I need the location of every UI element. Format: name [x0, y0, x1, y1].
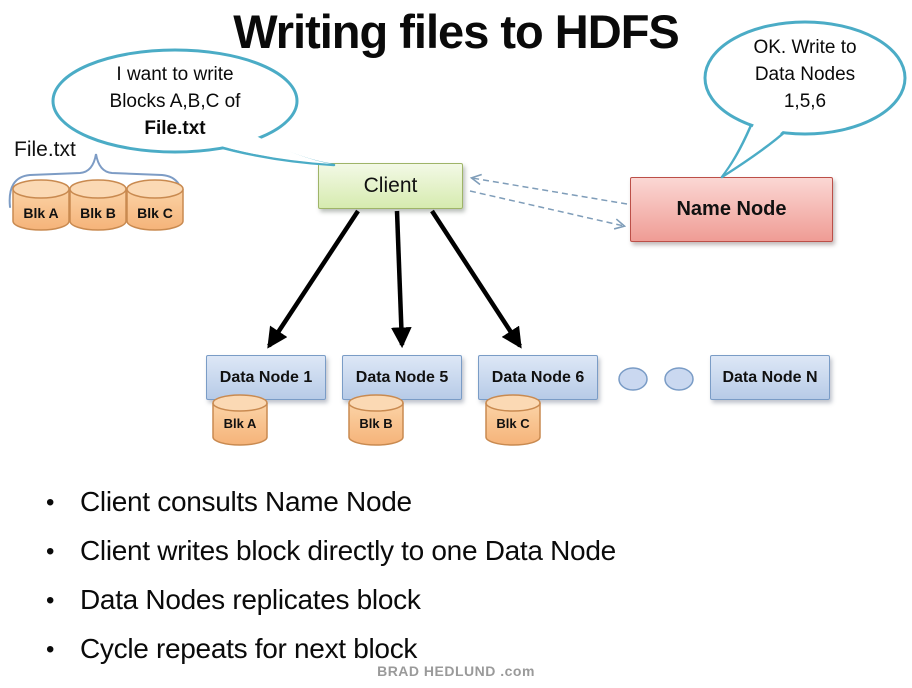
- stored-block-b-label: Blk B: [359, 416, 392, 431]
- file-block-cylinder-b: Blk B: [69, 179, 127, 231]
- bullet-item: • Client writes block directly to one Dat…: [46, 527, 886, 576]
- bullet-item: • Cycle repeats for next block: [46, 625, 886, 674]
- file-block-b-label: Blk B: [80, 205, 116, 221]
- file-block-c-label: Blk C: [137, 205, 173, 221]
- bullet-text: Client writes block directly to one Data…: [80, 535, 616, 566]
- client-node-label: Client: [363, 174, 418, 197]
- file-block-cylinder-a: Blk A: [12, 179, 70, 231]
- name-node-bubble-line-2: Data Nodes: [754, 64, 856, 85]
- stored-block-cylinder-a: Blk A: [212, 394, 268, 446]
- stored-block-cylinder-b: Blk B: [348, 394, 404, 446]
- bullet-text: Cycle repeats for next block: [80, 633, 418, 664]
- client-node-box: Client: [318, 163, 463, 209]
- name-node-bubble-line-3: 1,5,6: [783, 91, 827, 112]
- name-node-bubble-text: OK. Write to Data Nodes 1,5,6: [720, 34, 890, 115]
- name-node-bubble-line-1: OK. Write to: [753, 37, 857, 58]
- bullet-item: • Data Nodes replicates block: [46, 576, 886, 625]
- client-bubble-text: I want to write Blocks A,B,C of File.txt: [75, 61, 275, 142]
- bullet-dot: •: [46, 587, 55, 614]
- stored-block-cylinder-c: Blk C: [485, 394, 541, 446]
- name-node-label: Name Node: [676, 198, 787, 220]
- namenode-to-client-dashed-arrow: [469, 173, 628, 205]
- watermark: BRAD HEDLUND .com: [377, 663, 535, 679]
- client-to-datanode5-arrow: [391, 210, 412, 349]
- client-bubble-line-1: I want to write: [116, 64, 234, 85]
- bullet-dot: •: [46, 538, 55, 565]
- data-node-1-box: Data Node 1: [206, 355, 326, 400]
- bullet-dot: •: [46, 489, 55, 516]
- file-name-label: File.txt: [14, 138, 76, 161]
- data-node-6-box: Data Node 6: [478, 355, 598, 400]
- data-node-5-label: Data Node 5: [355, 369, 449, 386]
- data-node-5-box: Data Node 5: [342, 355, 462, 400]
- bullet-text: Client consults Name Node: [80, 486, 412, 517]
- stored-block-c-label: Blk C: [496, 416, 530, 431]
- data-node-1-label: Data Node 1: [219, 369, 313, 386]
- bullet-item: • Client consults Name Node: [46, 478, 886, 527]
- data-node-6-label: Data Node 6: [491, 369, 585, 386]
- client-bubble-line-2: Blocks A,B,C of: [109, 91, 241, 112]
- client-bubble-line-3: File.txt: [144, 118, 206, 139]
- data-node-n-box: Data Node N: [710, 355, 830, 400]
- ellipsis-dot-2: [664, 367, 694, 391]
- bullet-list: • Client consults Name Node • Client write…: [46, 478, 886, 674]
- name-node-bubble-tail: [720, 122, 788, 179]
- ellipsis-dot-1: [618, 367, 648, 391]
- name-node-box: Name Node: [630, 177, 833, 242]
- client-to-datanode1-arrow: [267, 209, 360, 349]
- name-node-bubble-tail-fill: [726, 124, 784, 173]
- bullet-text: Data Nodes replicates block: [80, 584, 421, 615]
- client-to-datanode6-arrow: [430, 209, 522, 349]
- page-title: Writing files to HDFS: [233, 5, 680, 58]
- file-block-a-label: Blk A: [23, 205, 58, 221]
- stored-block-a-label: Blk A: [224, 416, 257, 431]
- bullet-dot: •: [46, 636, 55, 663]
- file-block-cylinder-c: Blk C: [126, 179, 184, 231]
- data-node-n-label: Data Node N: [722, 369, 818, 386]
- client-to-namenode-dashed-arrow: [469, 190, 627, 230]
